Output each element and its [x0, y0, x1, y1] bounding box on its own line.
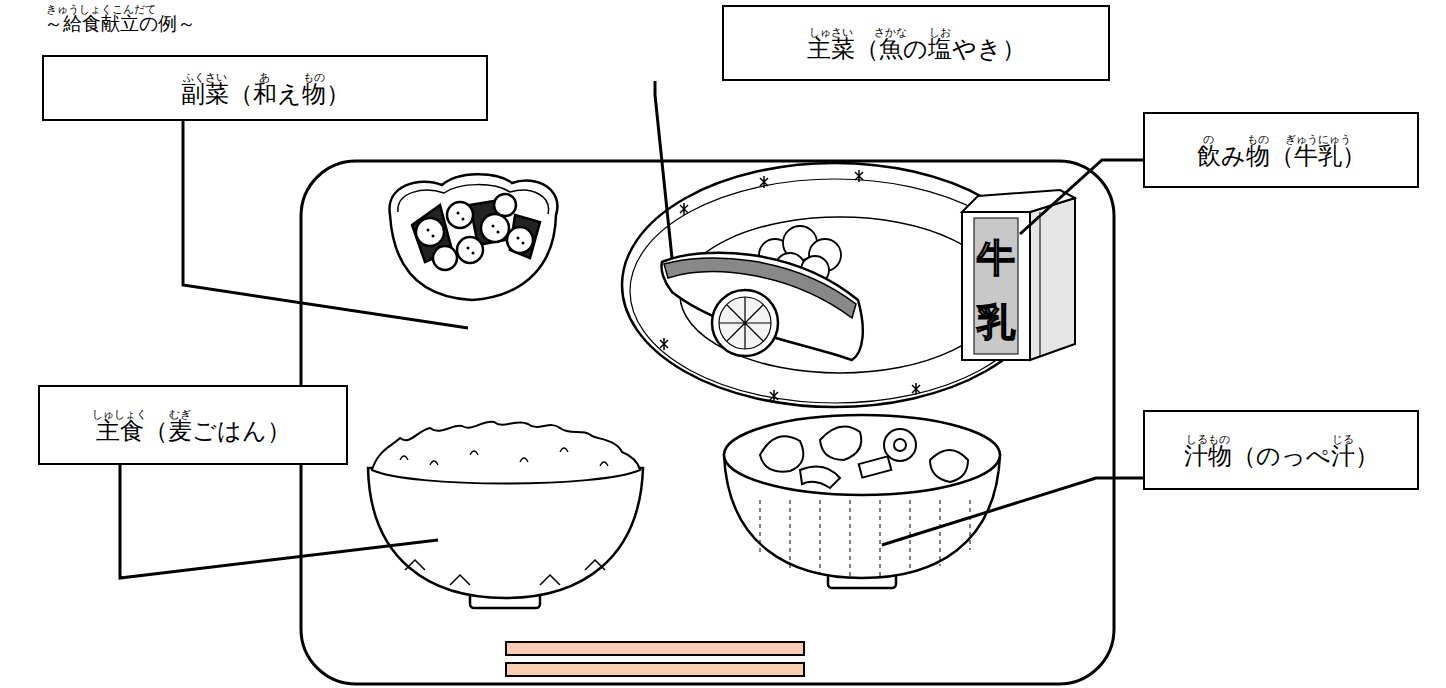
- furigana: しゅさい: [809, 27, 853, 38]
- dish-label-box: 主菜（魚の塩やき）: [722, 5, 1110, 81]
- furigana: きゅうしょくこんだて: [46, 4, 156, 15]
- furigana: しゅしょく: [92, 409, 147, 420]
- furigana: もの: [303, 72, 325, 83]
- chopstick: [506, 642, 804, 655]
- dish-label-box: 主食（麦ごはん）: [38, 385, 348, 465]
- furigana: さかな: [874, 27, 907, 38]
- leader-lines: [120, 81, 1143, 578]
- dish-label: 主食（麦ごはん）: [96, 417, 291, 446]
- dish-label: 飲み物（牛乳）: [1197, 142, 1366, 171]
- dish-label: 副菜（和え物）: [181, 80, 350, 109]
- furigana: じる: [1332, 434, 1354, 445]
- furigana: ふくさい: [183, 72, 227, 83]
- dish-label-box: 汁物（のっぺ汁）: [1143, 410, 1419, 490]
- rice-bowl: [368, 422, 643, 608]
- dish-label-box: 副菜（和え物）: [42, 55, 488, 121]
- chopstick: [506, 663, 804, 676]
- carton-text: 牛: [977, 239, 1015, 277]
- furigana: ぎゅうにゅう: [1285, 134, 1351, 145]
- furigana: しお: [929, 27, 951, 38]
- dish-label: 主菜（魚の塩やき）: [807, 35, 1026, 64]
- soup-bowl: [724, 415, 1000, 588]
- furigana: の: [1203, 134, 1214, 145]
- milk-carton: [962, 190, 1075, 360]
- dish-label-box: 飲み物（牛乳）: [1143, 112, 1419, 188]
- dish-label: 汁物（のっぺ汁）: [1184, 442, 1379, 471]
- menu-title: ～給食献立の例～: [44, 12, 196, 35]
- furigana: あ: [259, 72, 270, 83]
- carton-text: 乳: [977, 303, 1015, 341]
- furigana: むぎ: [169, 409, 191, 420]
- furigana: しるもの: [1186, 434, 1230, 445]
- side-dish-bowl: [390, 174, 558, 300]
- furigana: もの: [1247, 134, 1269, 145]
- tray: [301, 161, 1114, 684]
